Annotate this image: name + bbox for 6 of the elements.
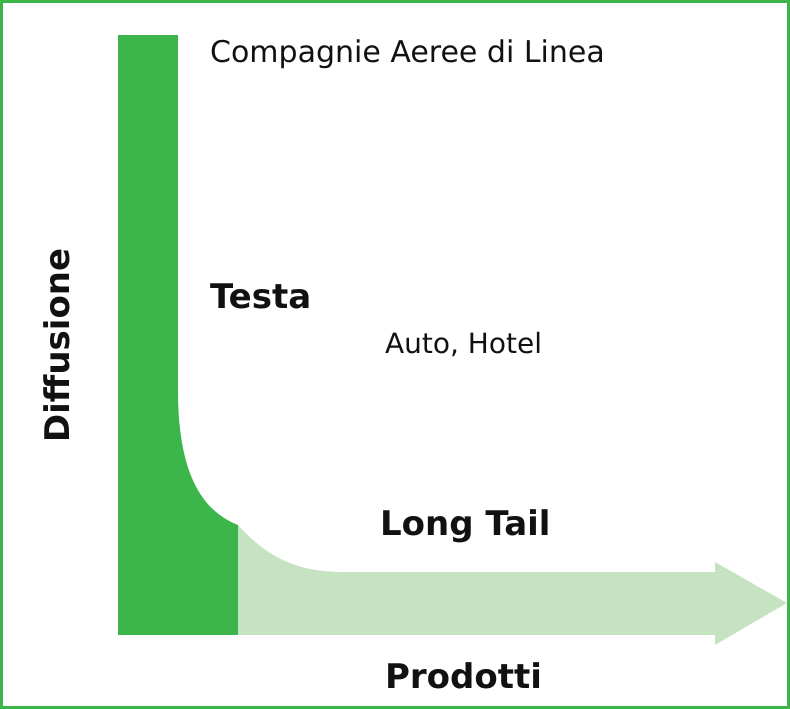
region-label: Testa	[210, 280, 312, 314]
category-label: Compagnie Aeree di Linea	[210, 38, 605, 68]
axis-title: Diffusione	[41, 248, 75, 442]
category-label: Auto, Hotel	[385, 330, 542, 358]
axis-title: Prodotti	[385, 660, 542, 694]
region-label: Long Tail	[380, 507, 550, 541]
